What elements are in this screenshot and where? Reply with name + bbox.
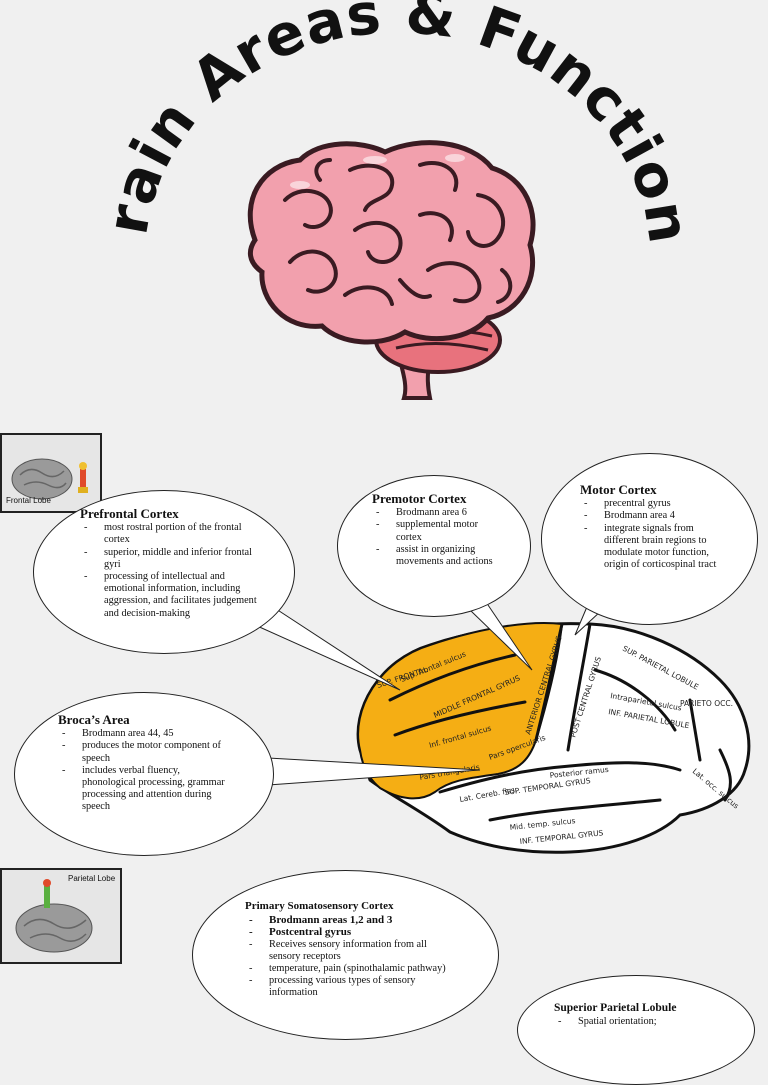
lateral-brain-diagram: SUP. FRONTAL Sup. frontal sulcus MIDDLE …	[356, 621, 751, 854]
brain-model-icon	[2, 435, 100, 511]
somatosensory-title: Primary Somatosensory Cortex	[245, 900, 394, 912]
cartoon-brain-icon	[247, 140, 536, 400]
broca-item: Brodmann area 44, 45	[58, 728, 230, 740]
frontal-lobe-photo: Frontal Lobe	[0, 433, 102, 513]
prefrontal-title: Prefrontal Cortex	[80, 506, 179, 521]
motor-item: precentral gyrus	[580, 498, 720, 510]
premotor-callout: Premotor Cortex Brodmann area 6 suppleme…	[372, 491, 504, 568]
prefrontal-callout: Prefrontal Cortex most rostral portion o…	[80, 506, 260, 620]
superior-parietal-callout: Superior Parietal Lobule Spatial orienta…	[554, 1002, 744, 1029]
motor-callout: Motor Cortex precentral gyrus Brodmann a…	[580, 482, 720, 572]
superior-parietal-title: Superior Parietal Lobule	[554, 1002, 677, 1014]
broca-title: Broca’s Area	[58, 712, 130, 727]
premotor-title: Premotor Cortex	[372, 491, 467, 506]
parietal-lobe-label: Parietal Lobe	[68, 874, 116, 883]
somatosensory-item: Brodmann areas 1,2 and 3	[245, 914, 455, 926]
somatosensory-item: processing various types of sensory info…	[245, 975, 455, 999]
prefrontal-item: superior, middle and inferior frontal gy…	[80, 547, 260, 571]
premotor-item: assist in organizing movements and actio…	[372, 544, 504, 568]
somatosensory-item: Receives sensory information from all se…	[245, 939, 455, 963]
somatosensory-item: temperature, pain (spinothalamic pathway…	[245, 963, 455, 975]
superior-parietal-item: Spatial orientation;	[554, 1016, 744, 1028]
title-graphic: Brain Areas & Functions	[0, 0, 701, 400]
label-parieto-occ: PARIETO OCC.	[680, 699, 733, 708]
motor-title: Motor Cortex	[580, 482, 657, 497]
broca-item: includes verbal fluency, phonological pr…	[58, 765, 230, 814]
parietal-lobe-photo: Parietal Lobe	[0, 868, 122, 964]
somatosensory-callout: Primary Somatosensory Cortex Brodmann ar…	[245, 900, 455, 1000]
prefrontal-item: most rostral portion of the frontal cort…	[80, 522, 260, 546]
brain-model-icon	[2, 870, 120, 962]
frontal-lobe-label: Frontal Lobe	[6, 496, 51, 505]
superior-parietal-bubble	[517, 975, 755, 1085]
broca-item: produces the motor component of speech	[58, 740, 230, 764]
broca-callout: Broca’s Area Brodmann area 44, 45 produc…	[58, 712, 230, 814]
premotor-item: supplemental motor cortex	[372, 519, 504, 543]
motor-item: integrate signals from different brain r…	[580, 523, 720, 572]
prefrontal-item: processing of intellectual and emotional…	[80, 571, 260, 620]
somatosensory-item: Postcentral gyrus	[245, 926, 455, 938]
premotor-item: Brodmann area 6	[372, 507, 504, 519]
motor-item: Brodmann area 4	[580, 510, 720, 522]
